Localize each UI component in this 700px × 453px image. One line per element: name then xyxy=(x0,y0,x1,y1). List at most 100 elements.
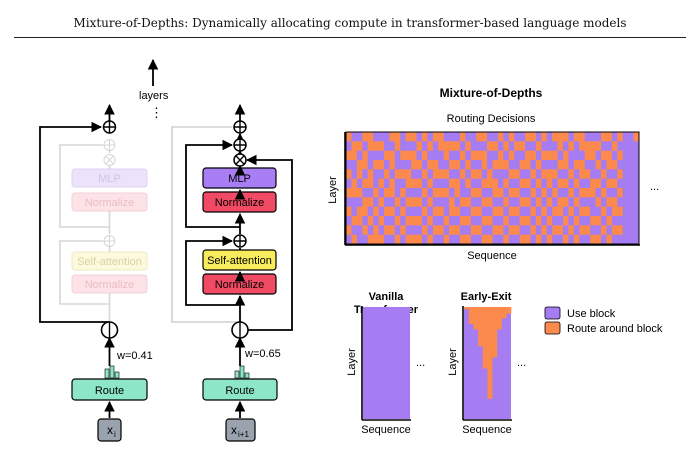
heatmap-cell xyxy=(427,150,434,161)
heatmap-cell xyxy=(400,160,407,170)
heatmap-cell xyxy=(595,132,602,142)
heatmap-cell xyxy=(454,225,461,236)
heatmap-cell xyxy=(383,206,390,217)
heatmap-cell xyxy=(563,160,569,170)
heatmap-cell xyxy=(454,234,461,245)
faded-normalize-label-2: Normalize xyxy=(85,279,135,291)
heatmap-cell xyxy=(416,197,423,208)
heatmap-cell xyxy=(611,225,618,236)
heatmap-cell xyxy=(443,141,450,152)
heatmap-cell xyxy=(503,188,510,198)
heatmap-cell xyxy=(443,132,450,142)
heatmap-cell xyxy=(465,141,472,152)
heatmap-cell xyxy=(622,132,629,142)
heatmap-cell xyxy=(628,206,634,217)
heatmap-cell xyxy=(465,132,472,142)
early-exit-ellipsis: ... xyxy=(517,357,526,369)
heatmap-cell xyxy=(563,169,569,180)
heatmap-cell xyxy=(503,169,510,180)
heatmap-cell xyxy=(438,234,445,245)
heatmap-cell xyxy=(378,160,385,170)
heatmap-cell xyxy=(535,197,542,208)
heatmap-cell xyxy=(595,188,602,198)
heatmap-cell xyxy=(481,169,488,180)
heatmap-cell xyxy=(611,206,618,217)
heatmap-cell xyxy=(356,206,363,217)
heatmap-cell xyxy=(351,197,358,208)
heatmap-cell xyxy=(362,178,369,189)
heatmap-cell xyxy=(487,150,493,161)
heatmap-cell xyxy=(394,160,401,170)
heatmap-cell xyxy=(476,206,483,217)
router-score-bars-1 xyxy=(104,365,120,379)
heatmap-cell xyxy=(519,132,526,142)
heatmap-cell xyxy=(470,206,477,217)
heatmap-cell xyxy=(373,188,379,198)
heatmap-cell xyxy=(443,178,450,189)
heatmap-cell xyxy=(622,206,629,217)
heatmap-cell xyxy=(481,197,488,208)
heatmap-cell xyxy=(454,169,461,180)
heatmap-cell xyxy=(438,188,445,198)
heatmap-cell xyxy=(481,160,488,170)
heatmap-cell xyxy=(497,160,504,170)
heatmap-cell xyxy=(378,188,385,198)
heatmap-cell xyxy=(557,141,564,152)
early-exit-column xyxy=(478,307,484,347)
heatmap-cell xyxy=(530,197,537,208)
heatmap-cell xyxy=(590,188,596,198)
early-exit-column xyxy=(496,307,502,330)
router-weight-label-1: w=0.41 xyxy=(116,350,153,362)
heatmap-cell xyxy=(590,197,596,208)
heatmap-cell xyxy=(525,216,531,226)
heatmap-cell xyxy=(346,234,352,245)
heatmap-cell xyxy=(508,206,515,217)
heatmap-cell xyxy=(573,132,580,142)
heatmap-cell xyxy=(525,197,531,208)
heatmap-cell xyxy=(611,160,618,170)
heatmap-cell xyxy=(383,188,390,198)
heatmap-cell xyxy=(389,216,396,226)
heatmap-cell xyxy=(394,188,401,198)
heatmap-cell xyxy=(427,234,434,245)
heatmap-cell xyxy=(459,225,466,236)
heatmap-cell xyxy=(503,197,510,208)
heatmap-cell xyxy=(351,169,358,180)
heatmap-cell xyxy=(611,132,618,142)
token-box-2 xyxy=(225,418,256,442)
heatmap-cell xyxy=(346,225,352,236)
heatmap-cell xyxy=(400,216,407,226)
heatmap-cell xyxy=(481,188,488,198)
heatmap-cell xyxy=(552,178,559,189)
heatmap-cell xyxy=(530,150,537,161)
heatmap-cell xyxy=(346,141,352,152)
heatmap-cell xyxy=(497,188,504,198)
heatmap-cell xyxy=(383,141,390,152)
heatmap-cell xyxy=(465,234,472,245)
heatmap-cell xyxy=(449,141,455,152)
heatmap-cell xyxy=(492,188,499,198)
heatmap-cell xyxy=(346,197,352,208)
heatmap-cell xyxy=(492,216,499,226)
heatmap-cell xyxy=(514,169,521,180)
heatmap-cell xyxy=(622,169,629,180)
heatmap-cell xyxy=(432,188,439,198)
heatmap-cell xyxy=(492,178,499,189)
heatmap-cell xyxy=(481,225,488,236)
heatmap-cell xyxy=(595,197,602,208)
heatmap-cell xyxy=(400,197,407,208)
heatmap-cell xyxy=(449,150,455,161)
heatmap-cell xyxy=(519,197,526,208)
heatmap-cell xyxy=(541,160,548,170)
heatmap-cell xyxy=(351,160,358,170)
heatmap-cell xyxy=(481,206,488,217)
heatmap-cell xyxy=(459,132,466,142)
heatmap-cell xyxy=(416,225,423,236)
heatmap-cell xyxy=(454,160,461,170)
heatmap-cell xyxy=(508,197,515,208)
heatmap-cell xyxy=(590,141,596,152)
heatmap-cell xyxy=(611,234,618,245)
heatmap-cell xyxy=(530,188,537,198)
heatmap-cell xyxy=(383,197,390,208)
heatmap-cell xyxy=(503,132,510,142)
